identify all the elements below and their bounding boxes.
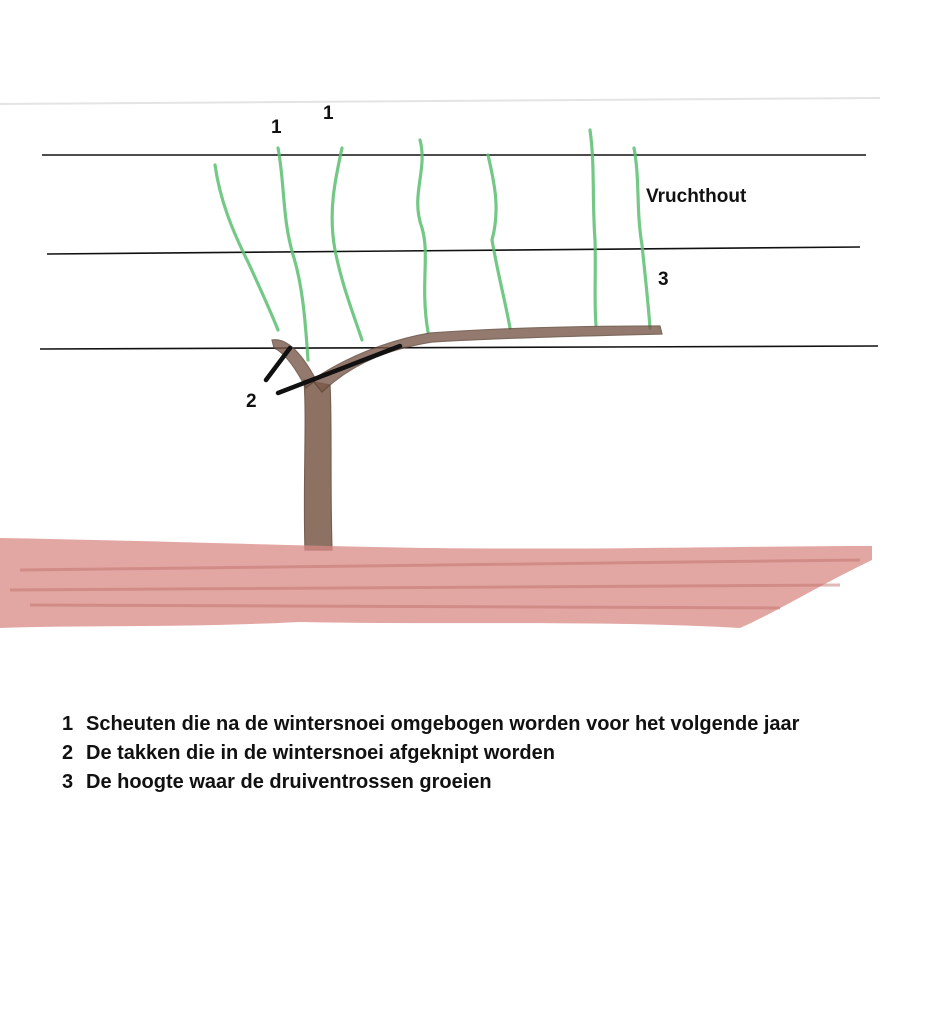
cordon-arm — [311, 325, 663, 393]
label-shoot-1a: 1 — [271, 117, 282, 138]
pruned-stub — [271, 339, 317, 389]
legend-item-3: 3 De hoogte waar de druiventrossen groeie… — [62, 768, 862, 797]
legend-text: De hoogte waar de druiventrossen groeien — [86, 771, 492, 793]
shoot — [330, 146, 364, 342]
trellis-wire-middle — [46, 246, 861, 255]
pointer-line — [263, 345, 293, 383]
legend-item-2: 2 De takken die in de wintersnoei afgekni… — [62, 739, 862, 768]
legend-number: 1 — [62, 713, 74, 735]
label-3: 3 — [658, 269, 669, 290]
label-2: 2 — [246, 391, 257, 412]
faint-pencil-line — [0, 97, 881, 105]
legend-number: 2 — [62, 742, 74, 764]
vine-trunk — [271, 325, 663, 551]
legend-item-1: 1 Scheuten die na de wintersnoei omgeboge… — [62, 710, 862, 739]
trunk — [303, 379, 333, 551]
soil — [0, 538, 872, 628]
label-fruit-wood: Vruchthout — [646, 186, 747, 207]
soil-shading — [9, 558, 861, 610]
legend-text: De takken die in de wintersnoei afgeknip… — [86, 742, 555, 764]
legend-number: 3 — [62, 771, 74, 793]
shoot — [416, 138, 430, 334]
shoot — [588, 128, 598, 327]
legend: 1 Scheuten die na de wintersnoei omgeboge… — [62, 710, 862, 797]
trellis-wire-bottom — [39, 345, 879, 350]
vine-pruning-diagram — [0, 97, 881, 628]
green-shoots — [213, 128, 652, 362]
shoot — [632, 146, 652, 330]
pointer-line — [275, 343, 403, 396]
shoot — [213, 163, 280, 332]
shoot — [486, 153, 512, 330]
legend-text: Scheuten die na de wintersnoei omgebogen… — [86, 713, 800, 735]
shoot — [276, 146, 310, 362]
label-shoot-1b: 1 — [323, 103, 334, 124]
